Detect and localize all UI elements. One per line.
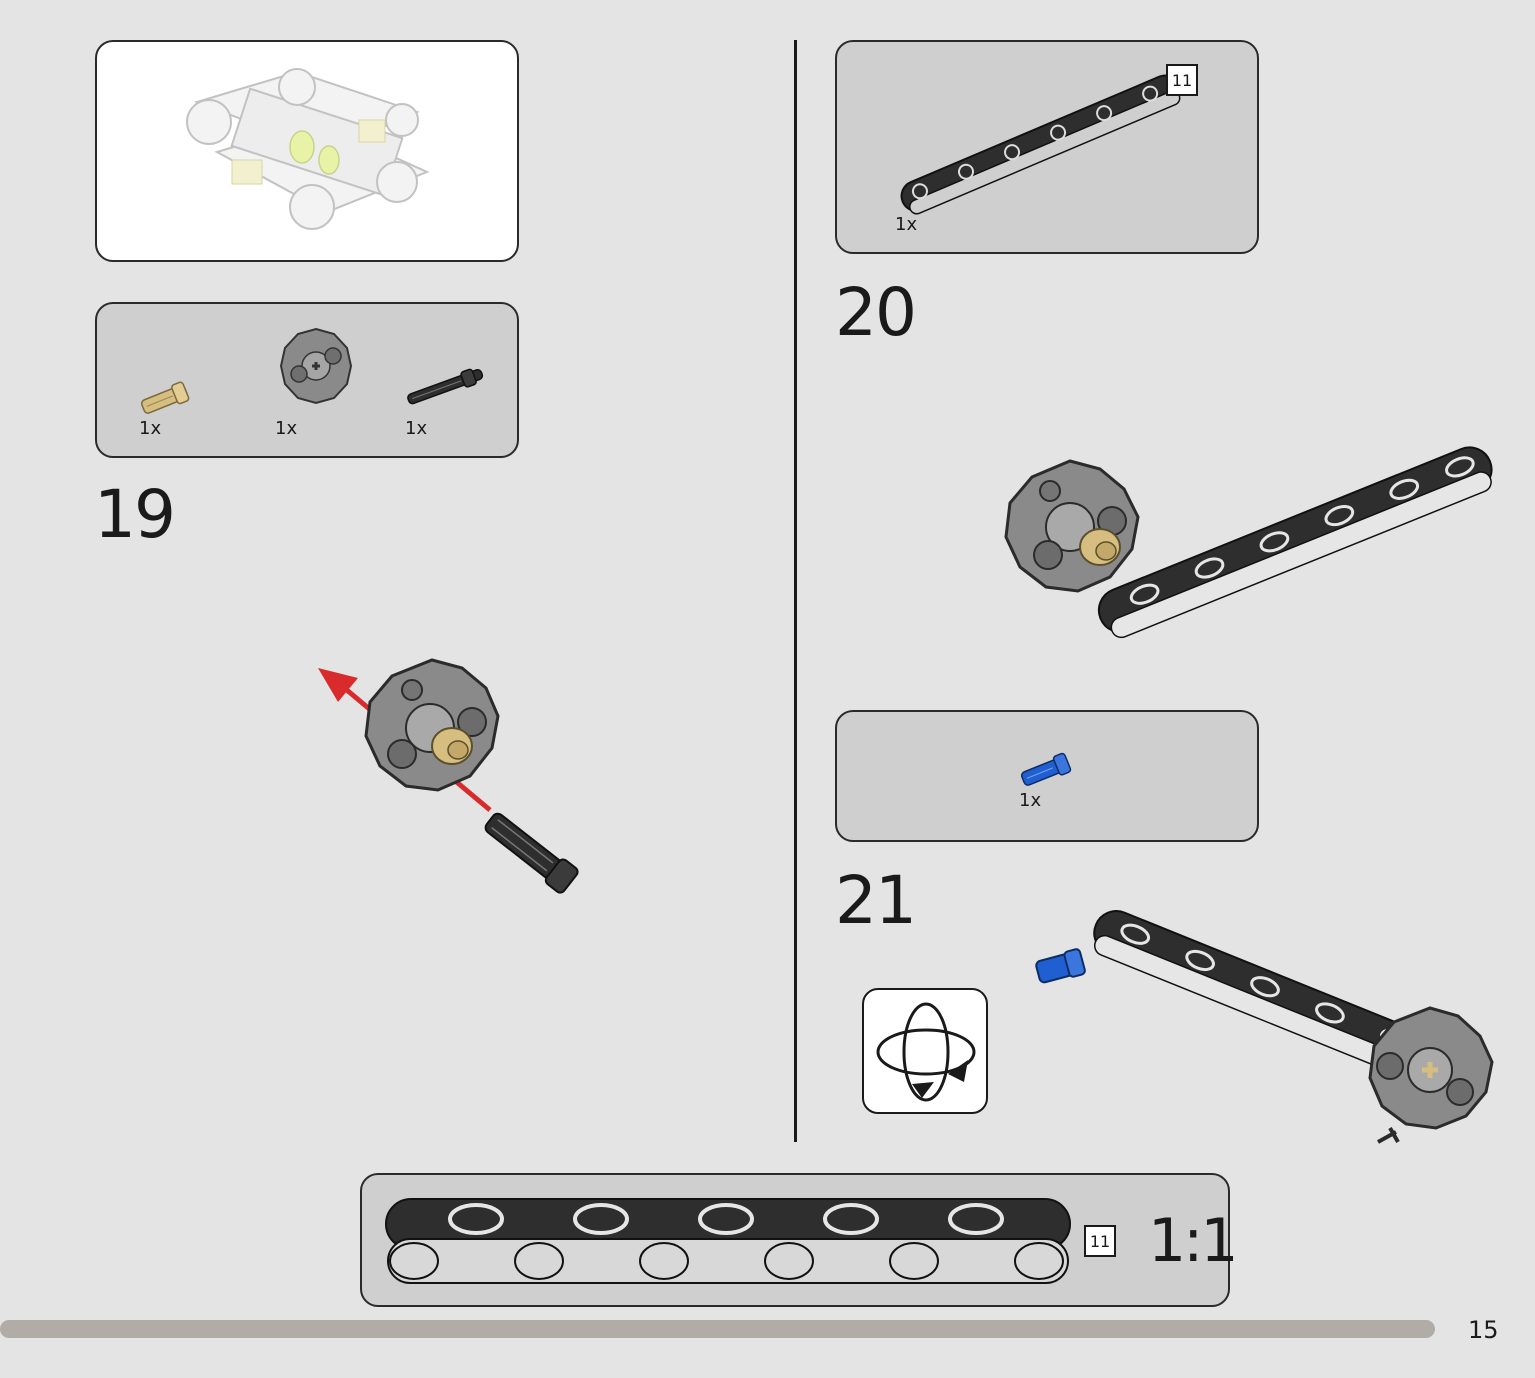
step-19-parts-panel: 1x 1x 1x — [95, 302, 519, 458]
scale-beam-icon — [385, 1198, 1071, 1284]
rotate-model-box — [862, 988, 988, 1114]
step-20-parts-panel: 11 1x — [835, 40, 1259, 254]
step-20-number: 20 — [835, 274, 917, 351]
black-axle-icon — [407, 368, 484, 405]
step-19-part-2-qty: 1x — [275, 418, 298, 439]
page-progress-bar — [0, 1320, 1435, 1338]
blue-pin-icon — [1020, 752, 1072, 786]
step-21-part-1-qty: 1x — [1019, 790, 1042, 811]
grey-hub-icon — [279, 327, 353, 405]
step-20-part-1-qty: 1x — [895, 214, 918, 235]
subassembly-preview-panel — [95, 40, 519, 262]
black-beam-icon — [900, 74, 1182, 215]
step-20-assembly-illustration — [1004, 446, 1493, 639]
rotate-model-icon — [876, 1002, 976, 1102]
scale-reference-panel: 11 1:1 — [360, 1173, 1239, 1307]
scale-beam-length-badge: 11 — [1084, 1225, 1116, 1257]
step-21-assembly-illustration — [1035, 910, 1494, 1144]
tan-pin-icon — [140, 381, 190, 414]
page-number: 15 — [1468, 1316, 1499, 1344]
chassis-preview-icon — [186, 68, 430, 230]
step-19-number: 19 — [94, 476, 176, 553]
step-19-part-3-qty: 1x — [405, 418, 428, 439]
step-21-parts-panel: 1x — [835, 710, 1259, 842]
column-divider — [794, 40, 797, 1142]
step-21-number: 21 — [835, 862, 917, 939]
step-19-part-1-qty: 1x — [139, 418, 162, 439]
step-19-assembly-illustration — [318, 658, 579, 894]
step-20-beam-length-badge: 11 — [1166, 64, 1198, 96]
scale-ratio-label: 1:1 — [1148, 1206, 1239, 1276]
